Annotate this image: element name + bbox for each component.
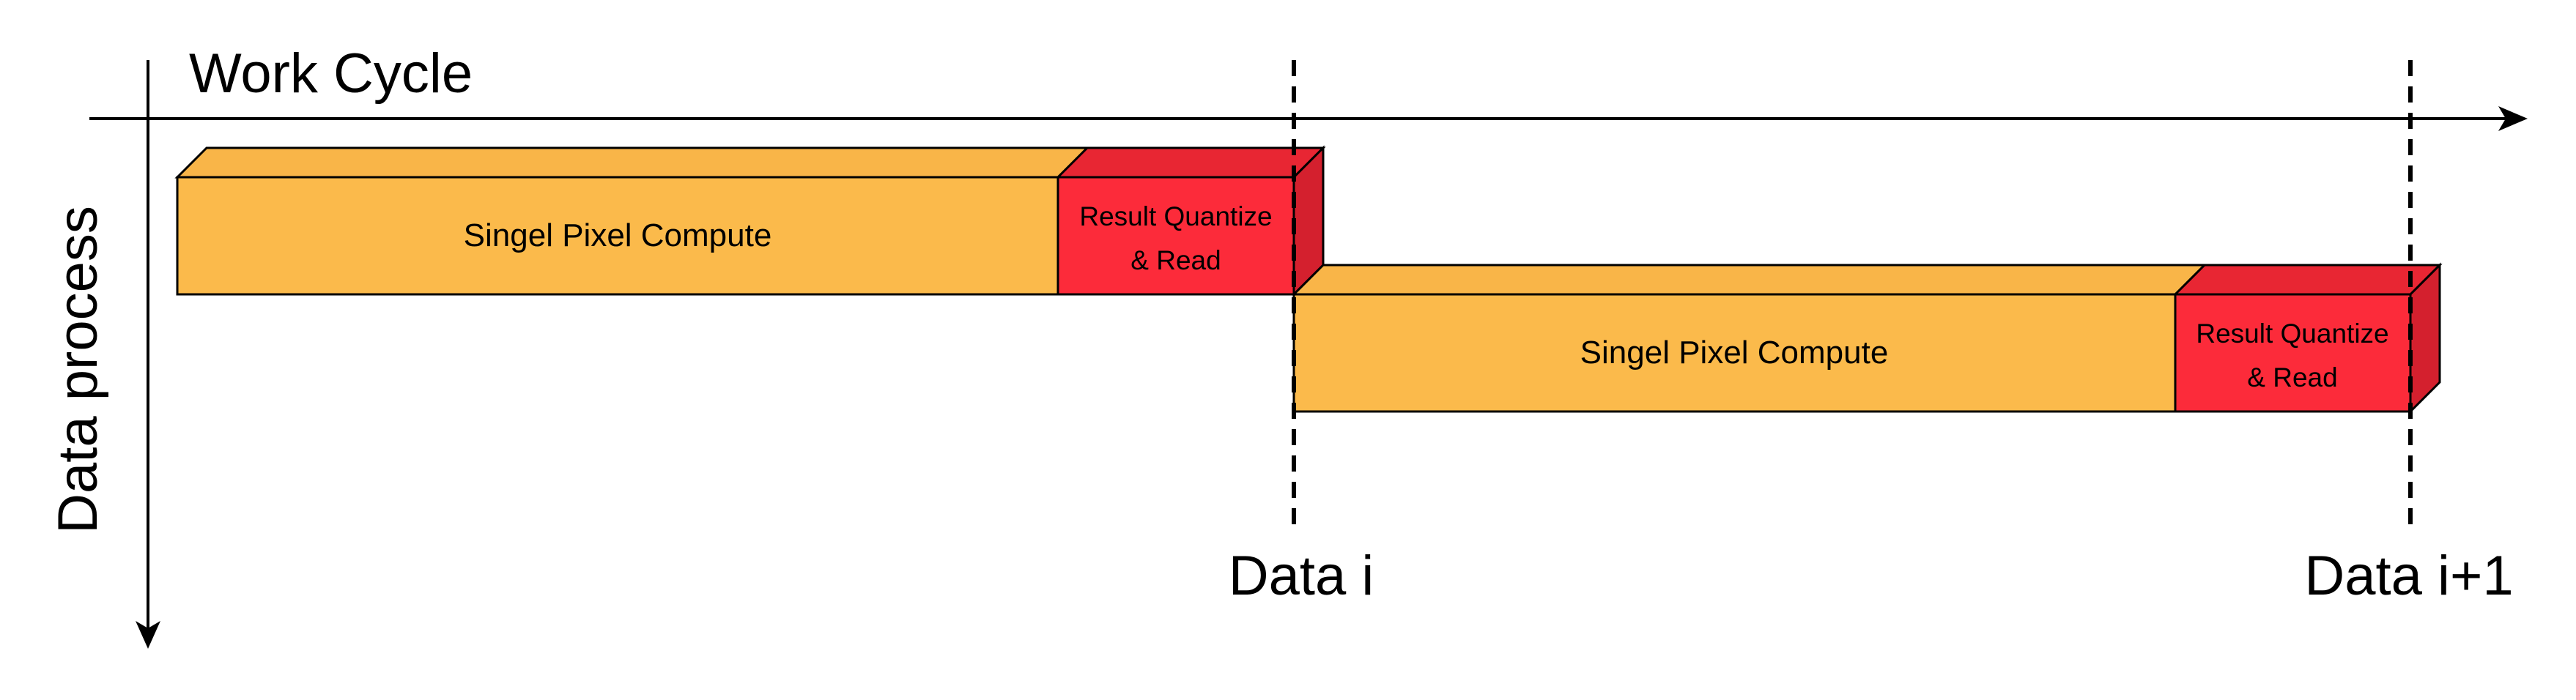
marker-data-i-plus-1: Data i+1: [2304, 60, 2514, 607]
axes: Work Cycle Data process: [47, 42, 2528, 649]
x-axis-arrowhead: [2498, 106, 2528, 131]
quantize-block: [1056, 176, 1295, 296]
quantize-block-label-line1: Result Quantize: [2196, 319, 2388, 349]
compute-block-label: Singel Pixel Compute: [1580, 335, 1889, 371]
marker-data-i: Data i: [1229, 60, 1374, 607]
quantize-block-label-line2: & Read: [1130, 245, 1221, 275]
marker-label: Data i+1: [2304, 545, 2513, 607]
compute-block-label: Singel Pixel Compute: [464, 217, 772, 253]
marker-label: Data i: [1229, 545, 1374, 607]
pipeline-bar-1: Singel Pixel Compute Result Quantize & R…: [174, 145, 1326, 297]
x-axis-label: Work Cycle: [189, 42, 473, 105]
quantize-block-label-line2: & Read: [2247, 362, 2337, 392]
quantize-block-top: [2172, 264, 2443, 296]
pipeline-bar-2: Singel Pixel Compute Result Quantize & R…: [1291, 262, 2443, 414]
compute-block-top: [174, 146, 1090, 179]
y-axis-label: Data process: [47, 206, 109, 534]
quantize-block-label-line1: Result Quantize: [1079, 201, 1272, 231]
quantize-block: [2174, 293, 2412, 413]
quantize-block-top: [1055, 146, 1326, 179]
compute-block: [1292, 293, 2177, 413]
compute-block-top: [1291, 264, 2207, 296]
y-axis-arrowhead: [136, 621, 160, 649]
